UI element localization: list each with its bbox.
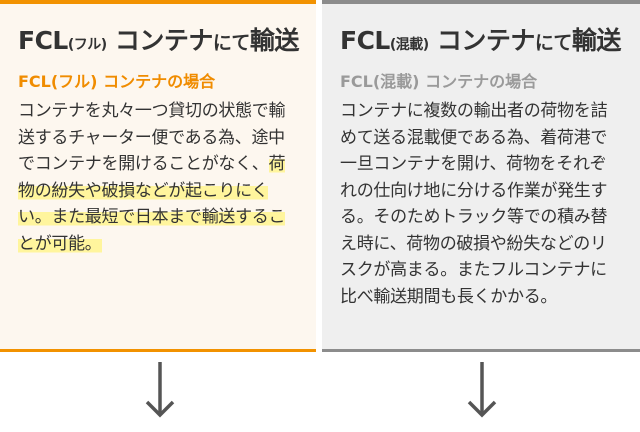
description-text: コンテナを丸々一つ貸切の状態で輸送するチャーター便である為、途中でコンテナを開け… [18,101,286,174]
fcl-full-description: コンテナを丸々一つ貸切の状態で輸送するチャーター便である為、途中でコンテナを開け… [18,98,298,257]
title-main: FCL [340,26,390,55]
fcl-full-subtitle: FCL(フル) コンテナの場合 [18,72,216,91]
fcl-mixed-panel: FCL(混載) コンテナにて輸送 FCL(混載) コンテナの場合 コンテナに複数… [322,0,640,352]
title-particle: にて [212,32,251,54]
fcl-mixed-description: コンテナに複数の輸出者の荷物を詰めて送る混載便である為、着荷港で一旦コンテナを開… [340,101,608,307]
arrow-down-icon [145,362,175,418]
title-paren: (混載) [389,37,429,53]
title-transport: 輸送 [249,26,300,55]
fcl-full-title: FCL(フル) コンテナにて輸送 [18,26,300,60]
title-particle: にて [534,32,573,54]
fcl-mixed-title: FCL(混載) コンテナにて輸送 [340,26,622,60]
fcl-full-panel: FCL(フル) コンテナにて輸送 FCL(フル) コンテナの場合 コンテナを丸々… [0,0,316,352]
fcl-mixed-subtitle: FCL(混載) コンテナの場合 [340,72,538,91]
title-container: コンテナ [436,26,536,55]
title-container: コンテナ [114,26,214,55]
title-main: FCL [18,26,68,55]
title-paren: (フル) [67,37,107,53]
title-transport: 輸送 [571,26,622,55]
arrow-down-icon [467,362,497,418]
